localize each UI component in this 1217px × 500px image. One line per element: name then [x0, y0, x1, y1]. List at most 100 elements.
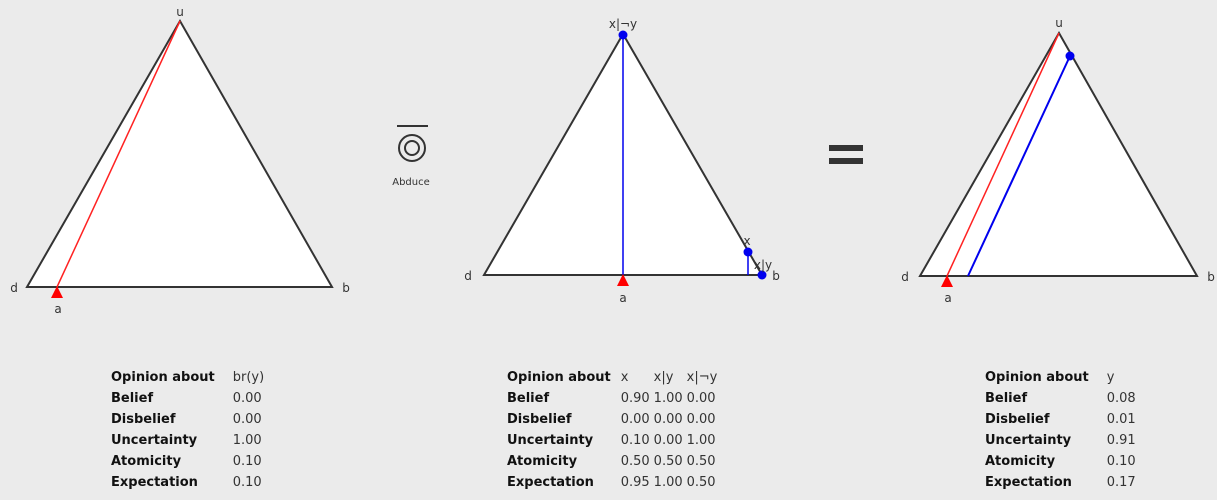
opinion-row-atomicity: Atomicity 0.10 [985, 452, 1140, 473]
triangle-3-vertex-b: b [1207, 270, 1215, 284]
opinion-column: x [620, 370, 629, 385]
triangle-1-vertex-b: b [342, 281, 350, 295]
triangle-2-label-xy: x|y [754, 258, 772, 272]
row-label: Atomicity [985, 454, 1056, 469]
triangle-1-outline [25, 18, 334, 288]
opinion-row-disbelief: Disbelief 0.00 0.00 0.00 [507, 410, 721, 431]
triangle-2-label-a: a [619, 291, 626, 305]
row-value: 0.50 [620, 454, 650, 469]
opinion-triangle-3: u d b a [901, 16, 1215, 305]
opinion-triangle-2: x|¬y d b a x x|y [464, 17, 780, 305]
triangle-2-point-xy[interactable] [757, 270, 767, 280]
row-value: 0.01 [1106, 412, 1136, 427]
row-value: 0.90 [620, 391, 650, 406]
triangle-2-atomicity-marker[interactable] [617, 274, 629, 286]
row-value: 0.17 [1106, 475, 1136, 490]
opinion-row-expectation: Expectation 0.95 1.00 0.50 [507, 473, 721, 494]
opinion-row-uncertainty: Uncertainty 0.91 [985, 431, 1140, 452]
opinion-triangle-1: u d b a [10, 5, 350, 316]
row-label: Expectation [985, 475, 1072, 490]
opinion-row-belief: Belief 0.08 [985, 389, 1140, 410]
opinion-header-label: Opinion about [507, 370, 611, 385]
row-value: 1.00 [232, 433, 262, 448]
row-label: Atomicity [507, 454, 578, 469]
opinion-column: x|¬y [686, 370, 718, 385]
triangle-1-atomicity-marker[interactable] [51, 286, 63, 298]
row-value: 0.00 [232, 412, 262, 427]
row-label: Expectation [507, 475, 594, 490]
opinion-column: x|y [653, 370, 674, 385]
row-label: Expectation [111, 475, 198, 490]
row-value: 0.50 [686, 475, 716, 490]
opinion-row-atomicity: Atomicity 0.50 0.50 0.50 [507, 452, 721, 473]
row-label: Uncertainty [111, 433, 198, 448]
row-value: 0.00 [653, 412, 683, 427]
row-value: 0.00 [232, 391, 262, 406]
triangle-3-vertex-u: u [1055, 16, 1063, 30]
opinion-row-expectation: Expectation 0.10 [111, 473, 268, 494]
row-value: 0.50 [653, 454, 683, 469]
abduce-operator[interactable]: Abduce [392, 125, 430, 188]
row-value: 0.10 [1106, 454, 1136, 469]
opinion-table-x: Opinion about x x|y x|¬y Belief 0.90 1.0… [507, 368, 721, 494]
row-value: 0.95 [620, 475, 650, 490]
triangle-3-opinion-point[interactable] [1065, 51, 1075, 61]
opinion-row-atomicity: Atomicity 0.10 [111, 452, 268, 473]
row-value: 0.91 [1106, 433, 1136, 448]
triangle-2-label-x: x [743, 234, 750, 248]
opinion-header-label: Opinion about [111, 370, 215, 385]
row-label: Uncertainty [507, 433, 594, 448]
row-label: Belief [985, 391, 1028, 406]
triangle-1-vertex-u: u [176, 5, 184, 19]
opinion-row-uncertainty: Uncertainty 1.00 [111, 431, 268, 452]
row-value: 0.00 [620, 412, 650, 427]
triangle-3-label-a: a [944, 291, 951, 305]
row-value: 0.10 [232, 475, 262, 490]
row-label: Uncertainty [985, 433, 1072, 448]
row-value: 1.00 [653, 475, 683, 490]
triangle-1-label-a: a [54, 302, 61, 316]
triangle-3-outline [918, 30, 1199, 277]
triangle-3-atomicity-marker[interactable] [941, 275, 953, 287]
triangle-2-point-x[interactable] [743, 247, 753, 257]
opinion-column: br(y) [232, 370, 265, 385]
triangle-2-point-xny[interactable] [618, 30, 628, 40]
row-value: 0.10 [232, 454, 262, 469]
opinion-row-expectation: Expectation 0.17 [985, 473, 1140, 494]
row-value: 0.00 [686, 412, 716, 427]
opinion-header-row: Opinion about x x|y x|¬y [507, 368, 721, 389]
triangle-3-vertex-d: d [901, 270, 909, 284]
row-label: Disbelief [507, 412, 572, 427]
opinion-table-y: Opinion about y Belief 0.08 Disbelief 0.… [985, 368, 1140, 494]
opinion-table-br-y: Opinion about br(y) Belief 0.00 Disbelie… [111, 368, 268, 494]
opinion-header-row: Opinion about y [985, 368, 1140, 389]
row-value: 0.50 [686, 454, 716, 469]
opinion-row-belief: Belief 0.90 1.00 0.00 [507, 389, 721, 410]
triangle-1-vertex-d: d [10, 281, 18, 295]
triangle-2-vertex-d: d [464, 269, 472, 283]
triangle-2-vertex-top: x|¬y [609, 17, 637, 31]
opinion-row-uncertainty: Uncertainty 0.10 0.00 1.00 [507, 431, 721, 452]
row-value: 0.00 [686, 391, 716, 406]
opinion-row-disbelief: Disbelief 0.01 [985, 410, 1140, 431]
row-label: Belief [111, 391, 154, 406]
abduce-label: Abduce [392, 177, 430, 188]
opinion-column: y [1106, 370, 1115, 385]
opinion-row-disbelief: Disbelief 0.00 [111, 410, 268, 431]
row-value: 1.00 [686, 433, 716, 448]
opinion-header-label: Opinion about [985, 370, 1089, 385]
abduce-icon [397, 125, 428, 162]
triangle-2-vertex-b: b [772, 269, 780, 283]
row-label: Disbelief [111, 412, 176, 427]
equals-icon [829, 145, 863, 164]
row-value: 0.08 [1106, 391, 1136, 406]
triangle-3-projector-line [946, 32, 1060, 277]
triangle-3-opinion-line [967, 55, 1071, 277]
row-value: 0.00 [653, 433, 683, 448]
opinion-header-row: Opinion about br(y) [111, 368, 268, 389]
row-value: 0.10 [620, 433, 650, 448]
row-value: 1.00 [653, 391, 683, 406]
opinion-row-belief: Belief 0.00 [111, 389, 268, 410]
row-label: Disbelief [985, 412, 1050, 427]
